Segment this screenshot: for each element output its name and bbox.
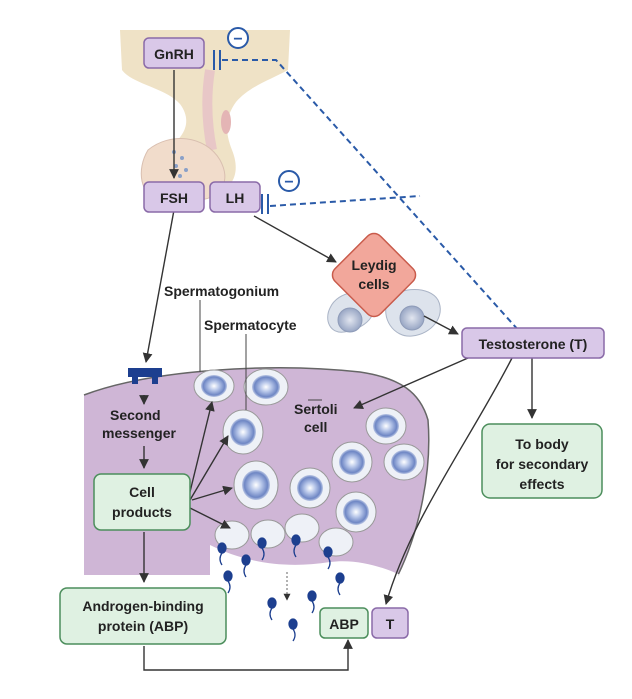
leydig-diamond xyxy=(331,232,417,318)
minus-icon xyxy=(227,27,249,49)
leydig-nucleus xyxy=(337,307,363,333)
feedback-line-gnrh xyxy=(222,59,521,333)
testosterone-to-sertoli-arrow xyxy=(353,357,469,409)
germ-cells xyxy=(193,368,425,557)
feedback-line-lh xyxy=(269,195,421,207)
lh-box: LH xyxy=(209,181,261,213)
sperm xyxy=(267,597,277,621)
spermatid xyxy=(250,519,286,549)
leydig-to-testosterone-arrow xyxy=(423,315,459,335)
to-body-line2: for secondary xyxy=(496,456,589,472)
sperm xyxy=(291,534,301,558)
germ-cell xyxy=(222,409,264,455)
products-to-spermatogonium-arrow xyxy=(187,401,215,501)
spermatogonium-label: Spermatogonium xyxy=(164,283,279,299)
products-to-spermatid-arrow xyxy=(189,507,231,529)
cell-products-line2: products xyxy=(112,504,172,520)
second-messenger-line2: messenger xyxy=(102,425,176,441)
sperm xyxy=(257,537,267,561)
germ-cell xyxy=(383,443,425,481)
second-messenger-line1: Second xyxy=(110,407,161,423)
pituitary-stalk xyxy=(202,69,217,151)
negative-feedback: − − xyxy=(213,27,521,333)
germ-cell xyxy=(335,491,377,533)
sperm xyxy=(241,554,251,578)
leydig-label-line2: cells xyxy=(358,276,389,292)
sertoli-label-line2: cell xyxy=(304,419,327,435)
to-body-box: To body for secondary effects xyxy=(481,423,603,499)
posterior-pituitary xyxy=(221,110,231,134)
germ-cell xyxy=(365,407,407,445)
minus-symbol: − xyxy=(233,31,242,48)
germ-cell xyxy=(331,441,373,483)
spermatid xyxy=(284,513,320,543)
lh-label: LH xyxy=(226,190,245,206)
cell-products-box: Cell products xyxy=(93,473,191,531)
spermatocyte-label: Spermatocyte xyxy=(204,317,297,333)
abp-short-label: ABP xyxy=(329,616,359,632)
leydig-nucleus xyxy=(399,305,425,331)
germ-cell xyxy=(289,467,331,509)
abp-full-box: Androgen-binding protein (ABP) xyxy=(59,587,227,645)
sperm xyxy=(288,618,298,642)
fsh-receptor-icon xyxy=(128,368,162,377)
tubule-outline xyxy=(83,367,430,576)
leader-lines xyxy=(199,300,322,410)
to-body-line1: To body xyxy=(515,436,569,452)
germ-cell xyxy=(233,460,279,510)
fsh-to-receptor-arrow xyxy=(142,209,175,363)
sperm-cells xyxy=(217,534,345,642)
t-box: T xyxy=(371,607,409,639)
products-to-spermatocyte-arrow xyxy=(189,435,229,501)
testosterone-box: Testosterone (T) xyxy=(461,327,605,359)
leydig-label-line1: Leydig xyxy=(351,257,396,273)
abp-full-line2: protein (ABP) xyxy=(98,618,188,634)
hormone-dots xyxy=(172,150,188,178)
testosterone-label: Testosterone (T) xyxy=(479,336,588,352)
minus-icon xyxy=(278,170,300,192)
gnrh-box: GnRH xyxy=(143,37,205,69)
cell-products-line1: Cell xyxy=(129,484,155,500)
sperm xyxy=(335,572,345,596)
germ-cell xyxy=(243,368,289,406)
tubule-lumen xyxy=(210,545,400,575)
t-label: T xyxy=(386,616,395,632)
germ-cell xyxy=(193,369,235,403)
sperm xyxy=(217,542,227,566)
fsh-label: FSH xyxy=(160,190,188,206)
sertoli-label-line1: Sertoli xyxy=(294,401,338,417)
minus-symbol: − xyxy=(284,174,293,191)
sperm xyxy=(223,570,233,594)
abp-short-box: ABP xyxy=(319,607,369,639)
abp-full-line1: Androgen-binding xyxy=(82,598,203,614)
products-to-germcell-arrow xyxy=(191,485,233,501)
testosterone-to-lumen-arrow xyxy=(383,357,513,605)
abp-to-lumen-arrow xyxy=(143,639,353,671)
sperm xyxy=(323,546,333,570)
pathway-arrows xyxy=(139,70,537,671)
leydig-cells-group xyxy=(327,232,441,337)
lh-to-leydig-arrow xyxy=(253,215,337,263)
gnrh-label: GnRH xyxy=(154,46,194,62)
fsh-box: FSH xyxy=(143,181,205,213)
to-body-line3: effects xyxy=(519,476,564,492)
sperm xyxy=(307,590,317,614)
